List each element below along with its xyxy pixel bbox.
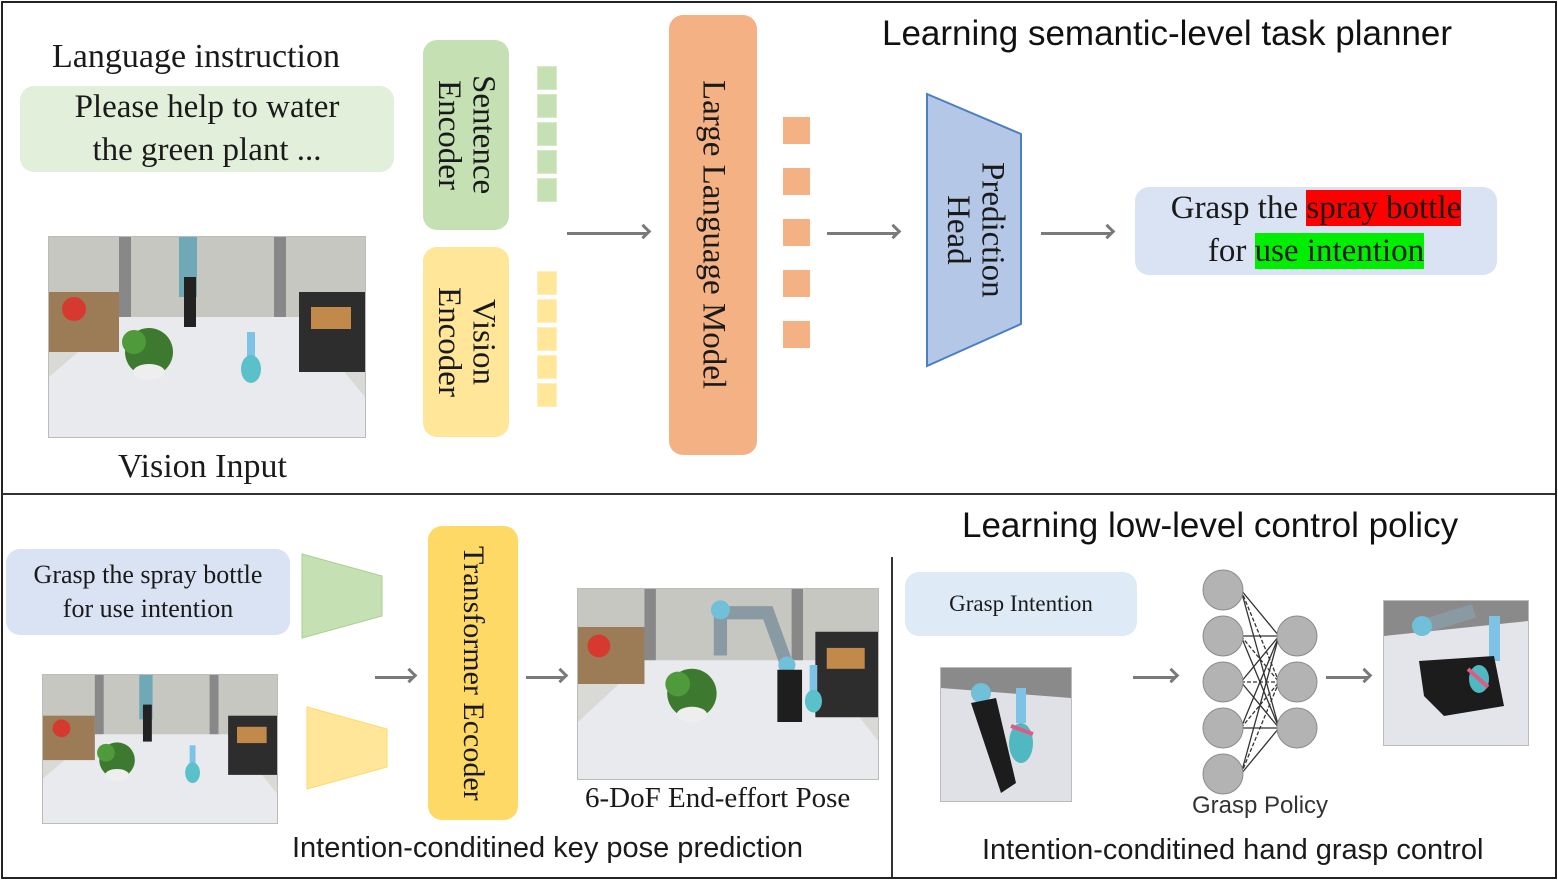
highlight-object: spray bottle (1306, 190, 1462, 226)
network-edge (1240, 589, 1280, 637)
output-node (1276, 661, 1318, 703)
output-node (1276, 615, 1318, 657)
network-edge (1240, 635, 1280, 775)
arrow-to-transformer (375, 676, 413, 679)
llm-token (783, 117, 810, 144)
network-edge (1240, 681, 1280, 729)
subsection-divider (891, 557, 893, 877)
key-pose-section-title: Intention-conditined key pose prediction (292, 832, 804, 864)
scene-photo-illustration (43, 675, 277, 823)
bottom-section-title: Learning low-level control policy (962, 506, 1459, 545)
input-node (1202, 707, 1244, 749)
instruction-line-2: the green plant ... (92, 132, 322, 168)
top-section-title: Learning semantic-level task planner (882, 14, 1453, 53)
sentence-encoder-block: Sentence Encoder (423, 40, 509, 230)
llm-block: Large Language Model (669, 15, 757, 455)
prediction-head-label: Prediction Head (940, 162, 1011, 298)
output-line-2: for use intention (1135, 230, 1497, 273)
scene-input-image (42, 674, 278, 824)
grasp-result-image (1383, 600, 1529, 746)
llm-token (783, 219, 810, 246)
output-prefix: Grasp the (1170, 190, 1307, 226)
grasp-intention-box: Grasp Intention (905, 572, 1137, 636)
grasp-photo-illustration (941, 668, 1071, 801)
text-encoder-trapezoid (301, 553, 383, 639)
scene-photo-illustration (49, 237, 365, 437)
arrow-to-llm (567, 232, 647, 235)
vision-encoder-block: Vision Encoder (423, 247, 509, 437)
hand-grasp-section-title: Intention-conditined hand grasp control (982, 834, 1484, 866)
grasp-result-illustration (1384, 601, 1528, 745)
vision-input-label: Vision Input (118, 448, 287, 485)
pose-photo-illustration (578, 589, 878, 779)
task-output-box: Grasp the spray bottle for use intention (1135, 187, 1497, 275)
language-instruction-box: Please help to water the green plant ... (20, 86, 394, 172)
vision-input-image (48, 236, 366, 438)
output-node (1276, 707, 1318, 749)
vision-token (537, 271, 557, 295)
end-effector-pose-image (577, 588, 879, 780)
transformer-encoder-block: Transformer Eccoder (428, 526, 518, 820)
llm-token (783, 321, 810, 348)
input-node (1202, 753, 1244, 795)
vision-token (537, 383, 557, 407)
arrow-to-result (1326, 676, 1368, 679)
sentence-token (537, 66, 557, 90)
vision-token (537, 299, 557, 323)
language-instruction-label: Language instruction (52, 38, 340, 75)
sentence-token (537, 178, 557, 202)
image-encoder-trapezoid (306, 706, 388, 790)
llm-token (783, 270, 810, 297)
network-edge (1240, 681, 1280, 775)
instruction-line-1: Please help to water (74, 89, 340, 125)
output-line-1: Grasp the spray bottle (1135, 187, 1497, 230)
llm-token (783, 168, 810, 195)
pose-label: 6-DoF End-effort Pose (585, 782, 851, 814)
arrow-to-pose (526, 676, 564, 679)
sentence-token (537, 94, 557, 118)
vision-token (537, 355, 557, 379)
highlight-intention: use intention (1254, 233, 1425, 269)
network-edge (1240, 635, 1280, 729)
intention-line-2: for use intention (62, 594, 234, 623)
network-edge (1240, 635, 1280, 683)
grasp-policy-network (1202, 569, 1318, 795)
vision-token (537, 327, 557, 351)
network-edge (1240, 635, 1280, 683)
intention-line-1: Grasp the spray bottle (33, 560, 263, 589)
input-node (1202, 661, 1244, 703)
prediction-head-trapezoid (926, 92, 1022, 368)
sentence-token (537, 150, 557, 174)
grasp-policy-label: Grasp Policy (1192, 792, 1329, 819)
input-node (1202, 569, 1244, 611)
arrow-to-policy (1133, 676, 1175, 679)
sentence-token (537, 122, 557, 146)
network-edge (1240, 727, 1280, 775)
grasp-input-image (940, 667, 1072, 802)
arrow-to-output (1041, 232, 1111, 235)
arrow-to-prediction-head (827, 232, 897, 235)
intention-instruction-box: Grasp the spray bottle for use intention (6, 549, 290, 635)
section-divider (2, 493, 1555, 495)
output-mid: for (1207, 233, 1255, 269)
input-node (1202, 615, 1244, 657)
